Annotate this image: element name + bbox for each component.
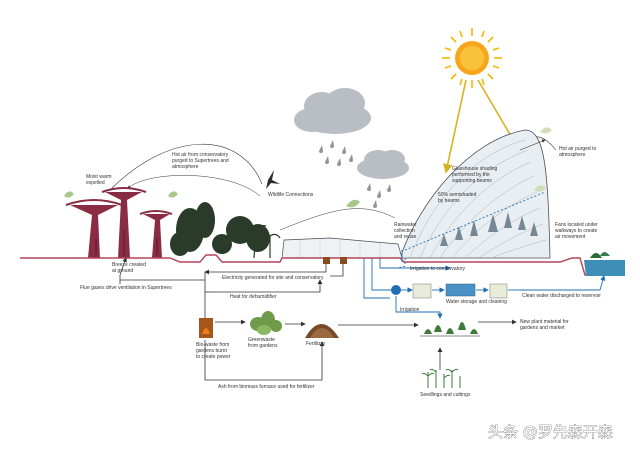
air-flow-curve — [279, 208, 396, 231]
filter-tank-icon — [412, 283, 432, 299]
label-fertilizer: Fertilizer — [306, 341, 326, 347]
label-ash: Ash from biomass furnace used for fertil… — [218, 384, 315, 390]
pump-icon — [391, 285, 401, 295]
watermark: 头条 @罗先森开森 — [488, 423, 613, 441]
reservoir-icon — [584, 252, 625, 276]
cleaning-tank-icon — [489, 283, 508, 299]
label-irrigation-conservatory: Irrigation to conservatory — [410, 266, 466, 272]
generator-box — [340, 257, 347, 264]
rain-icon — [319, 140, 391, 208]
building-icon — [281, 237, 403, 259]
label-irrigation: Irrigation — [400, 307, 420, 313]
cloud-icon — [357, 150, 409, 179]
sun-ray-arrow — [443, 79, 467, 174]
wildlife-arc — [109, 143, 263, 191]
leaf-icon — [64, 191, 74, 198]
label-fans: Fans located under walkways to create ai… — [555, 222, 599, 240]
furnace-icon — [199, 318, 213, 338]
cloud-icon — [294, 88, 371, 134]
ground-line — [20, 254, 625, 276]
greenwaste-icon — [250, 311, 282, 335]
label-electricity: Electricity generated for site and conse… — [222, 275, 324, 281]
conservatory-dome-icon — [399, 129, 551, 259]
sun-icon — [442, 28, 502, 88]
label-greenwaste: Greenwaste from gardens — [248, 337, 278, 349]
label-wildlife: Wildlife Connections — [268, 192, 314, 198]
storage-tank-icon — [445, 283, 476, 297]
label-biowaste: Bio-waste from gardens burnt to create p… — [196, 342, 231, 360]
label-clean-water: Clean water discharged to reservoir — [522, 293, 601, 299]
label-glasshouse-shading: Glasshouse shading performed by the supp… — [452, 166, 499, 184]
palm-tree-icon — [243, 223, 281, 259]
compost-highlight — [310, 328, 334, 338]
seedlings-cuttings-icon — [421, 368, 461, 388]
hot-air-arrow — [127, 175, 261, 197]
label-semishaded: 50% semishaded by beams — [438, 192, 478, 204]
label-seedlings: Seedlings and cuttings — [420, 392, 471, 398]
label-heat-dehumidifier: Heat for dehumidifier — [230, 294, 277, 300]
leaf-icon — [168, 191, 178, 198]
label-new-plant: New plant material for gardens and marke… — [520, 319, 570, 331]
seedling-icon — [420, 322, 480, 337]
bird-icon — [266, 170, 280, 189]
label-water-storage: Water storage and cleaning — [446, 299, 507, 305]
label-flue-gases: Flue gases drive ventilation in Supertre… — [80, 285, 172, 291]
leaf-cluster-icon — [534, 127, 552, 192]
leaf-icon — [346, 199, 360, 208]
label-hot-air-purged: Hot air purged to atmosphere — [559, 146, 598, 158]
supertree-icon — [65, 187, 173, 258]
label-breeze: Breeze created at ground — [112, 262, 147, 274]
label-hot-air-conservatory: Hot air from conservatory purged to Supe… — [172, 152, 230, 170]
generator-box — [323, 257, 330, 264]
label-moist-warm: Moist warm expelled — [86, 174, 113, 186]
label-rainwater: Rainwater collection and reuse — [394, 222, 418, 240]
